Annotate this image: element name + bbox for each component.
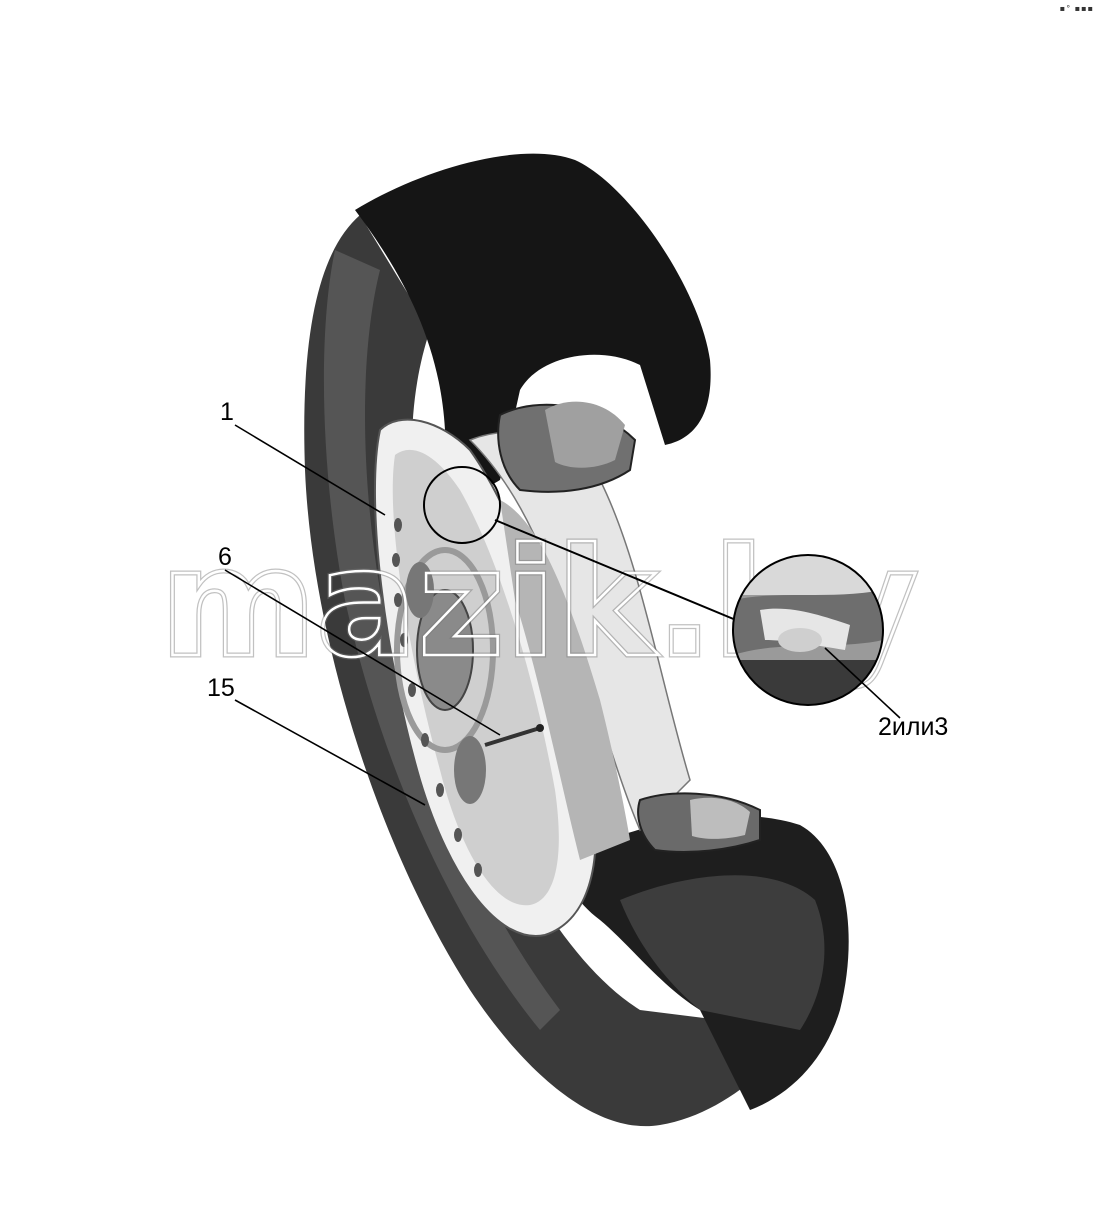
corner-mark: ▪° ▪▪▪ — [1059, 4, 1094, 13]
tire-cut-sections — [497, 401, 761, 853]
rim-center-bore — [416, 589, 474, 711]
rim-hand-hole-lower — [454, 736, 486, 804]
tire-sidewall — [304, 215, 800, 1127]
callout-label-2or3: 2или3 — [878, 713, 948, 741]
valve-stem — [484, 726, 541, 747]
rim-stud-holes — [392, 518, 482, 877]
detail-callout — [423, 466, 884, 706]
callout-label-15: 15 — [207, 674, 235, 702]
rim-hub-ring — [394, 547, 496, 753]
tire — [304, 153, 849, 1127]
leader-line-2or3 — [824, 647, 901, 719]
leader-line-15 — [234, 699, 426, 806]
detail-source-circle — [423, 466, 501, 544]
tire-sidewall-highlight — [323, 250, 560, 1030]
rim — [373, 418, 691, 938]
callout-labels: 1 6 15 2или3 — [207, 398, 948, 741]
tire-tread-lower-face — [620, 875, 825, 1030]
leader-line-6 — [224, 569, 501, 736]
leader-line-1 — [234, 424, 386, 516]
detail-zoom-circle — [732, 554, 884, 706]
callout-label-6: 6 — [218, 543, 232, 571]
detail-connector-line — [494, 519, 761, 631]
callout-label-1: 1 — [220, 398, 234, 426]
rim-disc — [392, 449, 559, 906]
rim-hand-hole-upper — [406, 562, 434, 618]
bead-section-upper-inner — [545, 401, 625, 468]
bead-section-lower-inner — [690, 797, 750, 839]
rim-barrel-shadow — [500, 500, 630, 860]
valve-cap — [536, 724, 544, 732]
tire-tread-upper — [355, 153, 711, 487]
leader-lines — [224, 424, 901, 806]
